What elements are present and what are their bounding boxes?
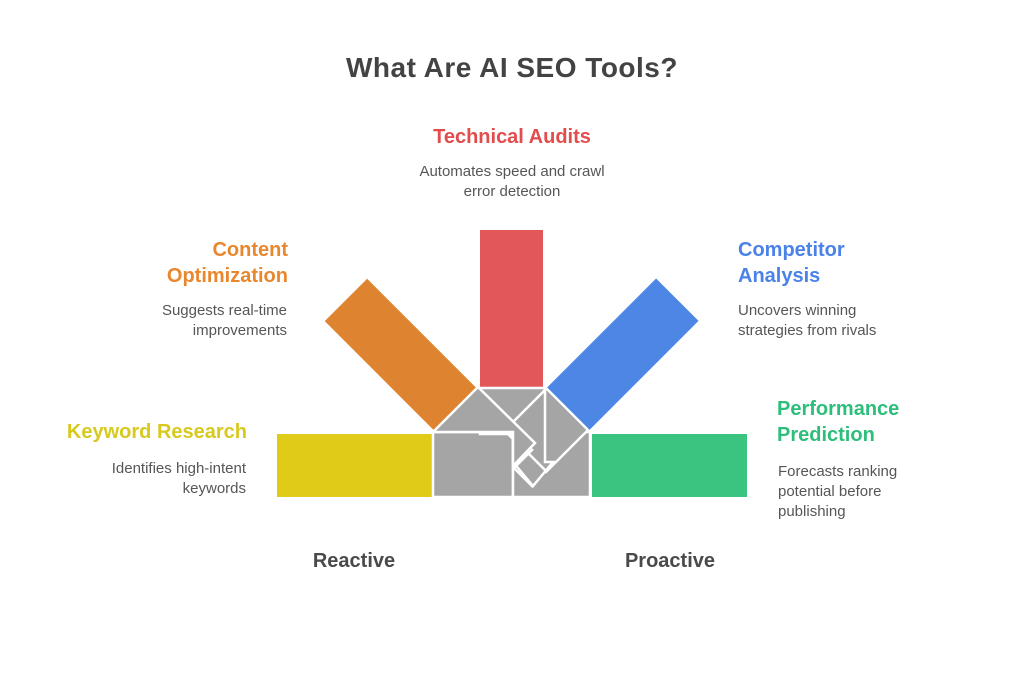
page-title: What Are AI SEO Tools? (346, 52, 678, 83)
content-optimization-label: Content Optimization (166, 239, 288, 287)
performance-prediction-label: Performance Prediction (777, 398, 900, 446)
keyword-research-description: Identifies high-intent keywords (111, 460, 246, 497)
content-optimization-bar-group (324, 278, 477, 431)
axis-label-proactive: Proactive (624, 550, 716, 572)
hub-orange-arrowhead (429, 385, 537, 470)
performance-prediction-bar (592, 434, 747, 497)
technical-audits-description: Automates speed and crawl error detectio… (419, 163, 605, 200)
competitor-analysis-label: Competitor Analysis (738, 239, 845, 287)
competitor-analysis-bar-group (546, 278, 699, 431)
competitor-analysis-description: Uncovers winning strategies from rivals (738, 302, 877, 339)
keyword-research-label: Keyword Research (66, 421, 247, 443)
technical-audits-label: Technical Audits (433, 126, 591, 148)
content-optimization-bar (324, 278, 477, 431)
keyword-research-bar (277, 434, 432, 497)
content-optimization-description: Suggests real-time improvements (161, 302, 287, 339)
axis-label-reactive: Reactive (312, 550, 396, 572)
hub-left-square (431, 430, 515, 499)
performance-prediction-description: Forecasts ranking potential before publi… (778, 463, 898, 520)
hub-green-arrow-tip-chevron (512, 448, 534, 488)
technical-audits-bar (480, 230, 543, 387)
competitor-analysis-bar (546, 278, 699, 431)
